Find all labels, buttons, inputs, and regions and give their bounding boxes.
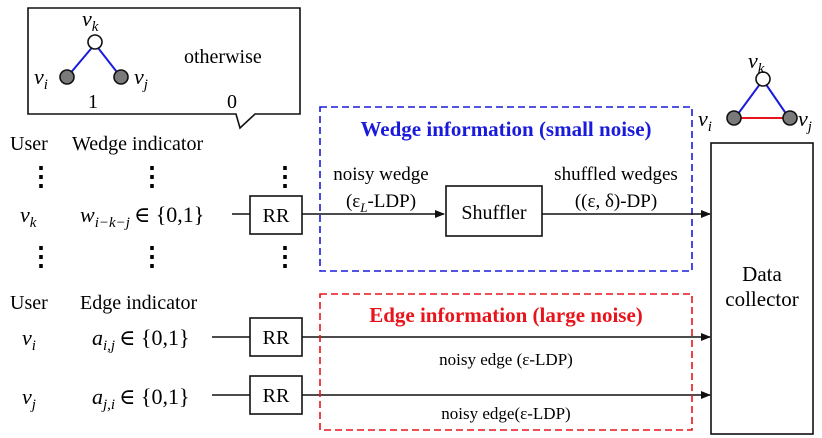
callout-label-top: vk: [82, 6, 99, 35]
noisy-edge-label-j: noisy edge(ε-LDP): [441, 404, 570, 423]
callout-node-right: [113, 69, 129, 85]
wedge-row-user: vk: [20, 202, 37, 231]
callout-label-right: vj: [134, 64, 148, 93]
data-collector-box: [710, 142, 814, 435]
callout-bubble: [27, 7, 301, 130]
wedge-row-indicator: wi−k−j∈ {0,1}: [80, 202, 204, 231]
edge-information-box: [319, 293, 693, 431]
triangle-graph: vk vi vj: [698, 48, 812, 135]
callout-label-left: vi: [34, 64, 48, 93]
callout-edge-left: [67, 43, 96, 77]
edge-row-user-j: vj: [22, 384, 36, 413]
triangle-node-right: [782, 110, 798, 126]
data-collector: Data collector: [710, 142, 814, 435]
wedge-rr-label: RR: [263, 205, 290, 227]
wedge-user-header: User: [10, 133, 48, 155]
edge-rr-label-j: RR: [263, 385, 290, 407]
triangle-edge-left: [734, 79, 764, 119]
noisy-edge-label-i: noisy edge (ε-LDP): [439, 350, 573, 369]
shuffler-label: Shuffler: [461, 202, 527, 224]
data-collector-line2: collector: [725, 287, 798, 311]
triangle-label-top: vk: [748, 48, 765, 77]
edge-rr-box-i: [249, 317, 303, 357]
noisy-wedge-privacy: (εL-LDP): [346, 191, 416, 215]
wedge-dots-rr-top: ⋮: [272, 162, 298, 191]
wedge-indicator-header: Wedge indicator: [72, 133, 203, 155]
edge-row-user-i: vi: [22, 325, 36, 354]
shuffled-wedges-label: shuffled wedges: [554, 164, 678, 185]
triangle-label-right: vj: [798, 106, 812, 135]
callout-otherwise: otherwise: [184, 46, 262, 68]
wedge-information-title: Wedge information (small noise): [360, 117, 651, 141]
edge-section: User Edge indicator vi ai,j∈ {0,1} RR no…: [10, 292, 711, 431]
wedge-dots-user-bottom: ⋮: [28, 242, 54, 271]
noisy-wedge-label: noisy wedge: [333, 164, 429, 185]
edge-row-indicator-i: ai,j∈ {0,1}: [92, 325, 190, 354]
edge-rr-box-j: [249, 375, 303, 415]
wedge-dots-indicator-bottom: ⋮: [139, 242, 165, 271]
edge-indicator-header: Edge indicator: [80, 292, 198, 314]
edge-user-header: User: [10, 292, 48, 314]
data-collector-line1: Data: [742, 262, 782, 286]
wedge-rr-box: [249, 195, 303, 235]
callout-value-wedge: 1: [88, 91, 98, 113]
callout-node-left: [59, 69, 75, 85]
triangle-node-left: [726, 110, 742, 126]
edge-row-indicator-j: aj,i∈ {0,1}: [92, 384, 190, 413]
callout-value-otherwise: 0: [227, 91, 237, 113]
wedge-indicator-callout: vk vi vj otherwise 1 0: [27, 6, 301, 130]
shuffler-box: [445, 185, 543, 237]
triangle-edge-right: [762, 79, 790, 119]
callout-edge-right: [94, 43, 121, 77]
wedge-information-box: [319, 106, 693, 272]
triangle-label-left: vi: [698, 106, 712, 135]
callout-node-top: [87, 34, 103, 50]
wedge-dots-rr-bottom: ⋮: [272, 242, 298, 271]
triangle-node-top: [755, 71, 771, 87]
edge-information-title: Edge information (large noise): [369, 303, 643, 327]
edge-rr-label-i: RR: [263, 327, 290, 349]
wedge-dots-indicator-top: ⋮: [139, 162, 165, 191]
wedge-section: User Wedge indicator ⋮ ⋮ ⋮ vk wi−k−j∈ {0…: [10, 106, 711, 272]
wedge-dots-user-top: ⋮: [28, 162, 54, 191]
shuffled-wedges-privacy: ((ε, δ)-DP): [575, 191, 657, 212]
